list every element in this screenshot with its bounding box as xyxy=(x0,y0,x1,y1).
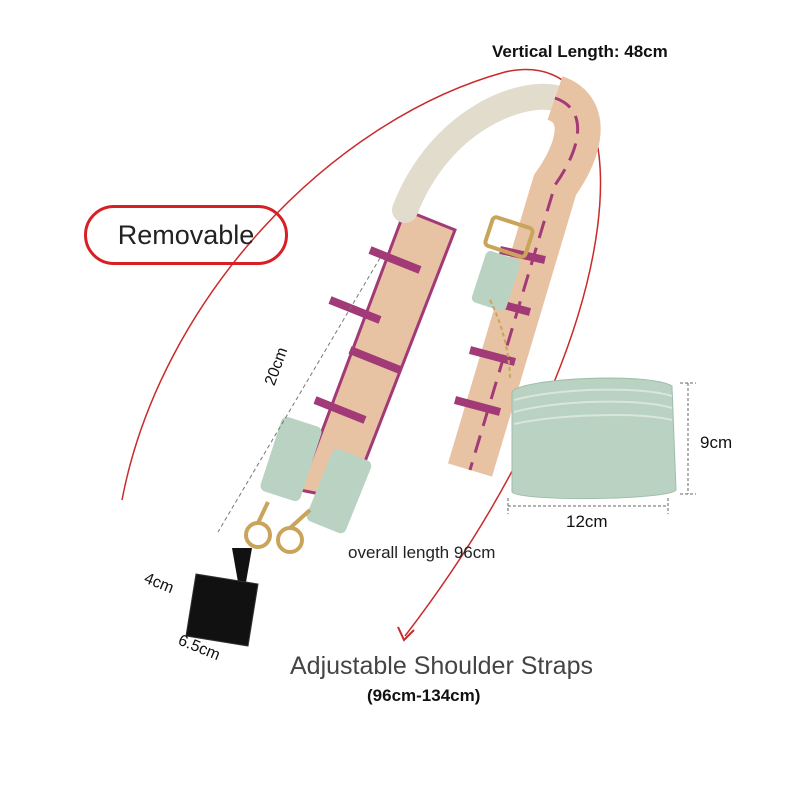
right-leather-tab xyxy=(306,448,372,534)
vertical-length-label: Vertical Length: 48cm xyxy=(492,42,668,61)
overall-length-label: overall length 96cm xyxy=(348,543,496,562)
buckle-tab xyxy=(471,251,521,311)
purse-width-label: 12cm xyxy=(566,512,608,531)
shoulder-strap xyxy=(244,76,601,554)
slide-buckle xyxy=(483,215,535,259)
arc-arrowhead xyxy=(397,626,415,642)
left-leather-tab xyxy=(260,416,322,502)
removable-badge: Removable xyxy=(84,205,288,265)
purse-chain xyxy=(489,299,511,381)
purse-height-dimension xyxy=(680,382,696,495)
purse-width-dimension xyxy=(507,498,669,514)
removable-label: Removable xyxy=(117,219,255,250)
phone-tether-card xyxy=(185,548,259,647)
adjustable-range-label: (96cm-134cm) xyxy=(367,686,481,705)
left-hook xyxy=(244,521,272,549)
adjustable-straps-title: Adjustable Shoulder Straps xyxy=(290,652,593,680)
purse-height-label: 9cm xyxy=(700,433,733,452)
coin-purse xyxy=(511,377,677,500)
vertical-length-arc xyxy=(121,69,602,637)
right-hook xyxy=(276,526,304,554)
